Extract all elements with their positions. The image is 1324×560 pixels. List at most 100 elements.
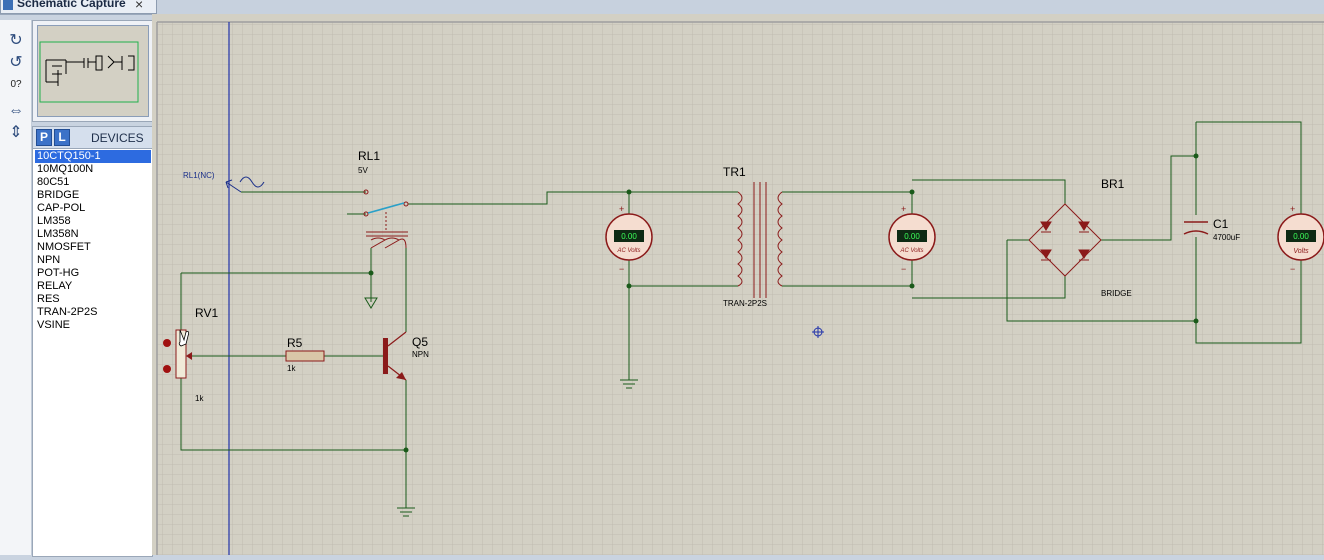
device-item[interactable]: LM358 (37, 215, 71, 227)
tr1-secondary (777, 191, 783, 287)
rv1-wiper (186, 352, 192, 360)
rv1-decrement-button[interactable] (163, 365, 171, 373)
rl1-coil-leads (370, 248, 407, 298)
tab-bar: Schematic Capture × (0, 0, 1324, 15)
resistor-r5[interactable]: R5 1k (285, 336, 325, 373)
meter2-label: AC Volts (899, 248, 923, 254)
crosshair-cursor-icon (812, 326, 824, 338)
ground-arrow-icon (364, 296, 378, 309)
r5-value: 1k (287, 364, 296, 373)
voltmeter-2[interactable]: 0.00 AC Volts + − (888, 204, 936, 274)
relay-rl1[interactable]: RL1 5V (358, 149, 409, 309)
rv1-value: 1k (195, 394, 204, 403)
meter1-minus: − (619, 264, 624, 274)
meter3-reading: 0.00 (1293, 232, 1309, 241)
meter3-display (1286, 230, 1316, 242)
sheet-border (156, 21, 1324, 555)
br1-value: BRIDGE (1101, 289, 1132, 298)
close-icon[interactable]: × (135, 0, 144, 12)
terminal-label: RL1(NC) (183, 171, 215, 180)
device-item[interactable]: BRIDGE (37, 189, 80, 201)
meter1-display (614, 230, 644, 242)
transistor-q5[interactable]: Q5 NPN (383, 331, 429, 381)
bridge-br1[interactable]: BR1 BRIDGE (1007, 177, 1132, 298)
meter2-display (897, 230, 927, 242)
rl1-ref: RL1 (358, 149, 380, 163)
r5-ref: R5 (287, 336, 303, 350)
meter2-minus: − (901, 264, 906, 274)
meter3-minus: − (1290, 264, 1295, 274)
overview-thumbnail (39, 41, 139, 103)
schematic-icon (3, 0, 13, 10)
device-item[interactable]: TRAN-2P2S (37, 306, 98, 318)
capacitor-c1[interactable]: C1 4700uF (1183, 217, 1240, 242)
tr1-value: TRAN-2P2S (723, 299, 767, 308)
pick-device-button[interactable]: P (36, 129, 52, 146)
overview-canvas[interactable] (37, 25, 149, 117)
junctions (368, 153, 1199, 453)
device-item[interactable]: POT-HG (37, 267, 80, 279)
r5-body (285, 350, 325, 362)
q5-emitter-arrow (396, 372, 406, 380)
tr1-primary (737, 191, 743, 287)
device-item[interactable]: LM358N (37, 228, 79, 240)
rl1-core (366, 231, 408, 237)
c1-plate-bottom (1183, 230, 1209, 235)
schematic-canvas[interactable]: RL1(NC) RL1 5V RV1 1k R5 1k Q5 NPN (152, 14, 1324, 555)
grid (157, 22, 1324, 555)
device-item[interactable]: CAP-POL (37, 202, 86, 214)
br1-ref: BR1 (1101, 177, 1125, 191)
br1-diodes (1040, 221, 1090, 261)
device-item[interactable]: NMOSFET (37, 241, 91, 253)
mirror-horizontal-icon[interactable]: ⇔ (8, 102, 24, 119)
meter2-plus: + (901, 204, 906, 214)
q5-ref: Q5 (412, 335, 428, 349)
device-item[interactable]: 80C51 (37, 176, 70, 188)
left-toolbar: ↻ ↺ 0? ⇔ ⇕ (0, 20, 32, 555)
rl1-value: 5V (358, 166, 368, 175)
device-item[interactable]: 10CTQ150-1 (35, 150, 151, 163)
rv1-body (175, 329, 187, 379)
voltmeter-1[interactable]: 0.00 AC Volts + − (605, 204, 653, 274)
device-item[interactable]: RELAY (37, 280, 73, 292)
terminal-rl1-nc[interactable]: RL1(NC) (183, 171, 265, 193)
rotate-clockwise-icon[interactable]: ↻ (9, 32, 23, 49)
rl1-common-contact (363, 211, 369, 217)
ground-symbols (397, 379, 638, 517)
rv1-ref: RV1 (195, 306, 218, 320)
rotate-counterclockwise-icon[interactable]: ↺ (9, 54, 23, 71)
rl1-nc-contact (363, 189, 369, 195)
meter1-label: AC Volts (616, 248, 640, 254)
meter3-label: Volts (1293, 248, 1309, 255)
device-item[interactable]: NPN (37, 254, 61, 266)
tr1-ref: TR1 (723, 165, 746, 179)
meter1-plus: + (619, 204, 624, 214)
mirror-vertical-icon[interactable]: ⇕ (9, 124, 23, 141)
meter2-reading: 0.00 (904, 232, 920, 241)
overview-preview[interactable] (32, 20, 153, 122)
rv1-increment-button[interactable] (163, 339, 171, 347)
terminal-arrow-icon (225, 179, 242, 193)
rotation-angle-field[interactable]: 0? (10, 79, 22, 90)
device-item[interactable]: 10MQ100N (37, 163, 94, 175)
library-manager-button[interactable]: L (54, 129, 70, 146)
q5-value: NPN (412, 350, 429, 359)
meter1-reading: 0.00 (621, 232, 637, 241)
schematic-editor[interactable]: RL1(NC) RL1 5V RV1 1k R5 1k Q5 NPN (152, 14, 1324, 555)
voltmeter-3[interactable]: 0.00 Volts + − (1277, 204, 1324, 274)
tab-schematic-capture[interactable]: Schematic Capture × (0, 0, 157, 14)
sine-source-icon (239, 176, 265, 188)
devices-header: P L DEVICES (33, 127, 152, 149)
potentiometer-rv1[interactable]: RV1 1k (163, 306, 218, 403)
rl1-no-contact (403, 201, 409, 207)
br1-diamond (1028, 203, 1102, 277)
meter3-plus: + (1290, 204, 1295, 214)
hand-cursor-icon (178, 329, 190, 347)
device-item[interactable]: VSINE (37, 319, 71, 331)
device-item[interactable]: RES (37, 293, 60, 305)
rl1-switch-arm (367, 202, 405, 214)
transformer-tr1[interactable]: TR1 TRAN-2P2S (723, 165, 783, 308)
devices-title: DEVICES (91, 131, 144, 145)
